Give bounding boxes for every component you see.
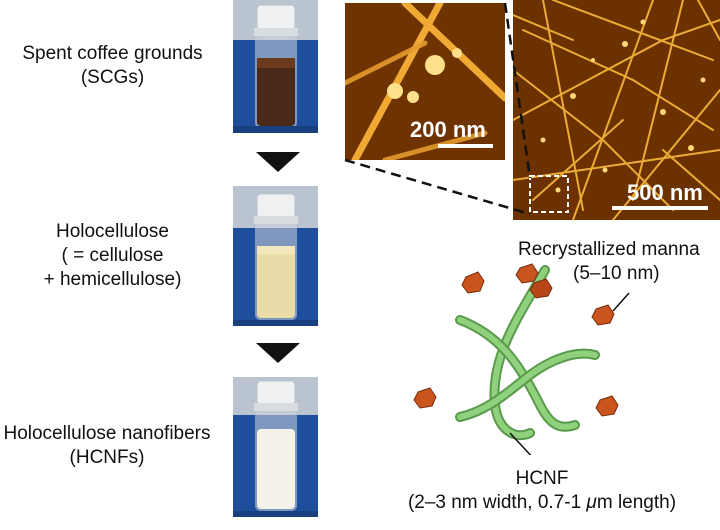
hcnf-vial-photo [233,377,318,517]
afm-main-scale-bar [612,206,708,210]
hcnf-size-line: (2–3 nm width, 0.7-1 μm length) [407,492,677,513]
scg-vial-photo [233,0,318,133]
step-label-hcnfs: Holocellulose nanofibers (HCNFs) [3,423,211,468]
afm-main-scale-label: 500 nm [627,180,703,205]
hcnf-label: HCNF (2–3 nm width, 0.7-1 μm length) [392,467,692,515]
process-arrow-1 [256,152,300,172]
hcnf-mannan-schematic [413,263,630,455]
afm-inset-scale-label: 200 nm [410,117,486,142]
step-label-holocellulose: Holocellulose ( = cellulose + hemicellul… [43,221,182,290]
afm-inset-image [345,3,505,160]
afm-inset-scale-bar [438,144,493,148]
step-label-scgs: Spent coffee grounds (SCGs) [22,43,203,88]
afm-main-image [513,0,720,220]
holocellulose-vial-photo [233,186,318,326]
process-arrow-2 [256,343,300,363]
mannan-label: Recrystallized manna (5–10 nm) [518,239,700,284]
